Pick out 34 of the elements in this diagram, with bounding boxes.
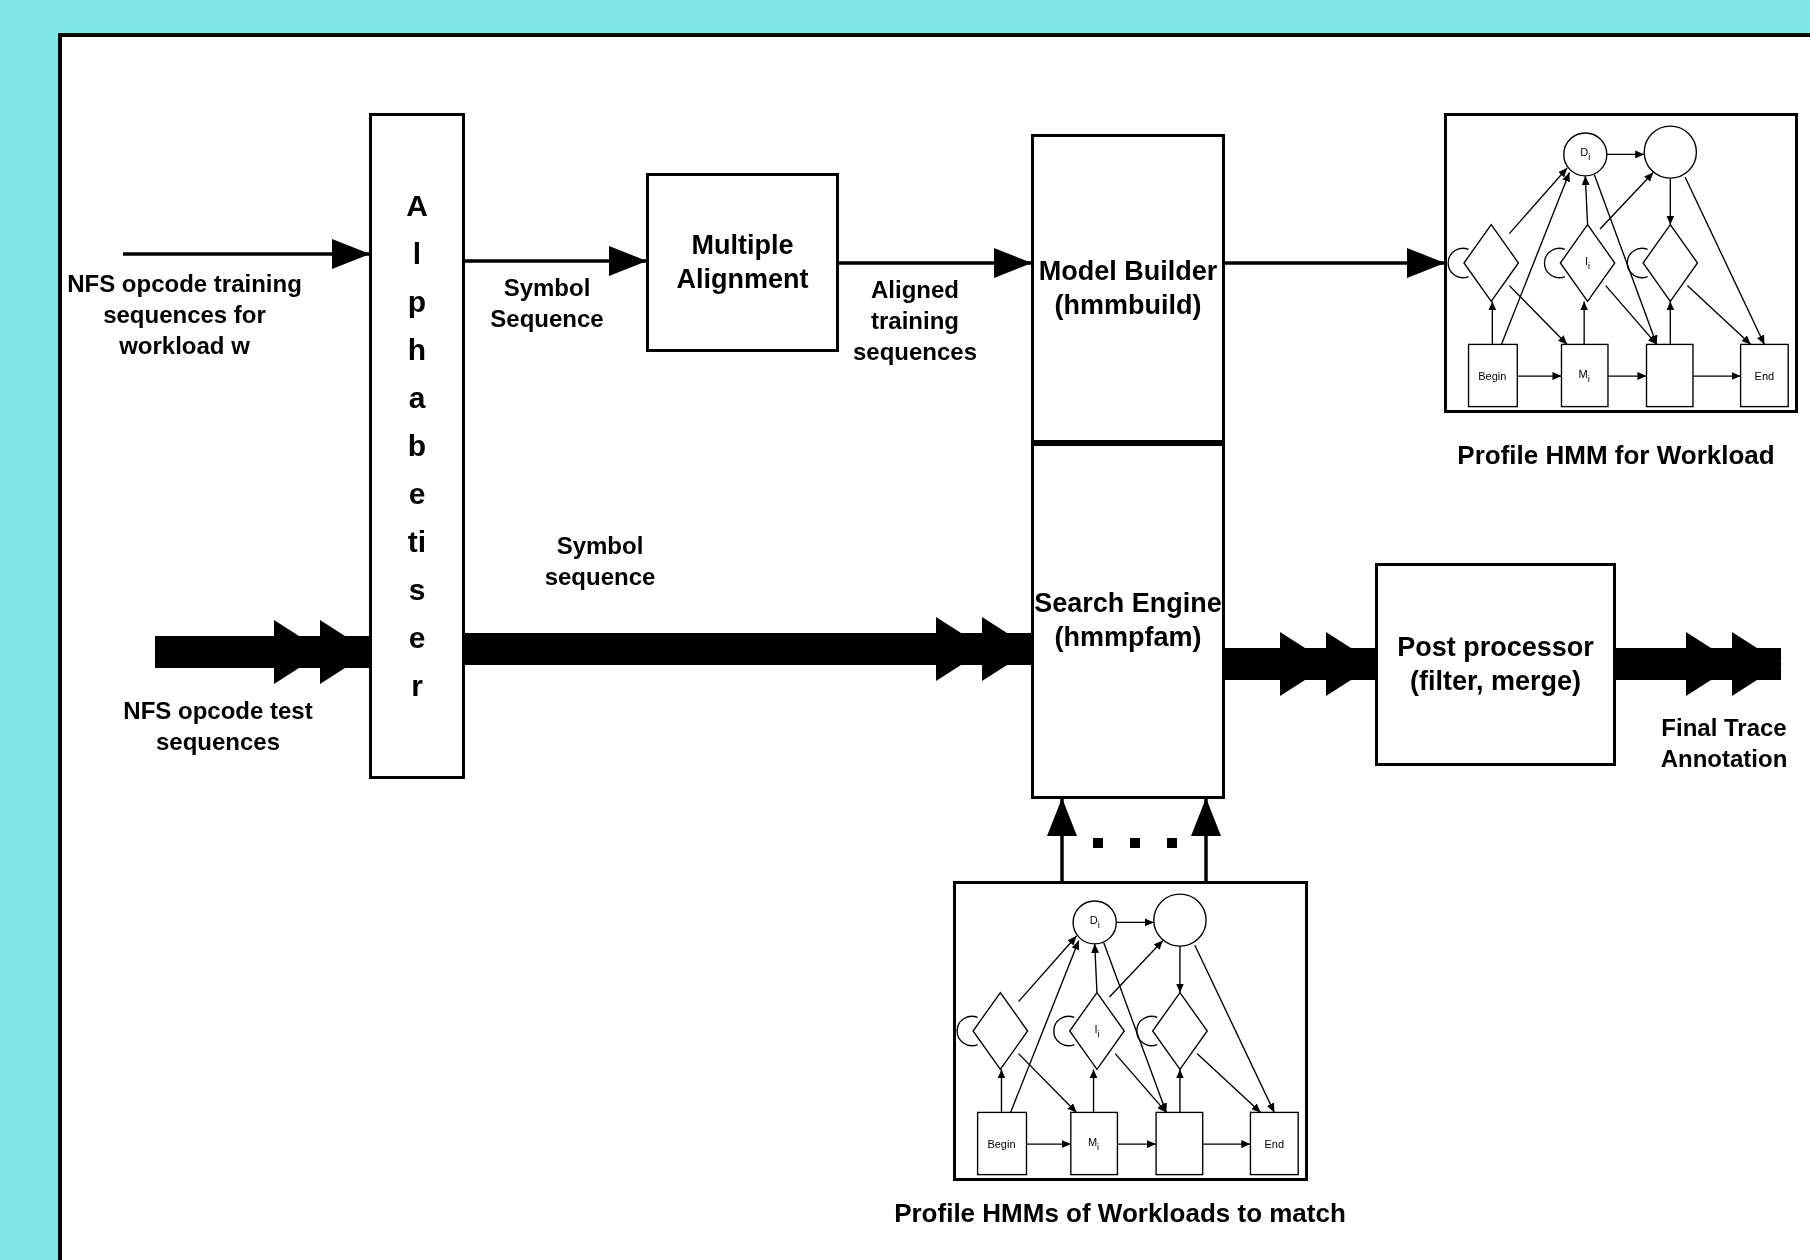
- state-label: Begin: [1478, 370, 1507, 383]
- arrow: [123, 239, 370, 269]
- arrow: [839, 248, 1032, 278]
- arrow: [1191, 798, 1221, 881]
- box-label: Multiple Alignment: [675, 228, 810, 296]
- state-label: M$_{i}$: [1087, 1136, 1100, 1152]
- edge-label: Aligned training sequences: [851, 275, 979, 368]
- box-label: Search Engine (hmmpfam): [1034, 587, 1222, 654]
- state-label: D$_{i}$: [1580, 146, 1591, 163]
- box-label: Post processor (filter, merge): [1396, 630, 1595, 698]
- edge-label: Final Trace Annotation: [1659, 713, 1789, 775]
- process-box: [1375, 563, 1616, 766]
- state-label: End: [1754, 370, 1775, 383]
- arrow: [465, 246, 647, 276]
- vertical-process-box: [369, 113, 465, 779]
- state-label: D$_{i}$: [1089, 914, 1100, 931]
- box-label: Model Builder (hmmbuild): [1037, 254, 1219, 322]
- box-label: Alphabetiser: [405, 188, 429, 704]
- state-label: I$_{i}$: [1094, 1023, 1100, 1039]
- state-label: I$_{i}$: [1585, 255, 1591, 271]
- state-label: M$_{i}$: [1578, 368, 1590, 384]
- edge-label: NFS opcode test sequences: [122, 696, 314, 758]
- process-box: [1031, 134, 1225, 443]
- process-box: [646, 173, 839, 352]
- process-box: [1031, 443, 1225, 799]
- state-label: End: [1264, 1138, 1285, 1151]
- node-label: Profile HMM for Workload: [1456, 440, 1776, 471]
- node-label: Profile HMMs of Workloads to match: [893, 1198, 1347, 1229]
- state-label: Begin: [987, 1138, 1016, 1151]
- edge-label: NFS opcode training sequences for workload w: [66, 269, 303, 362]
- edge-label: Symbol sequence: [543, 531, 657, 593]
- arrow: [1225, 248, 1445, 278]
- edge-label: Symbol Sequence: [489, 273, 605, 335]
- arrow: [1047, 798, 1077, 881]
